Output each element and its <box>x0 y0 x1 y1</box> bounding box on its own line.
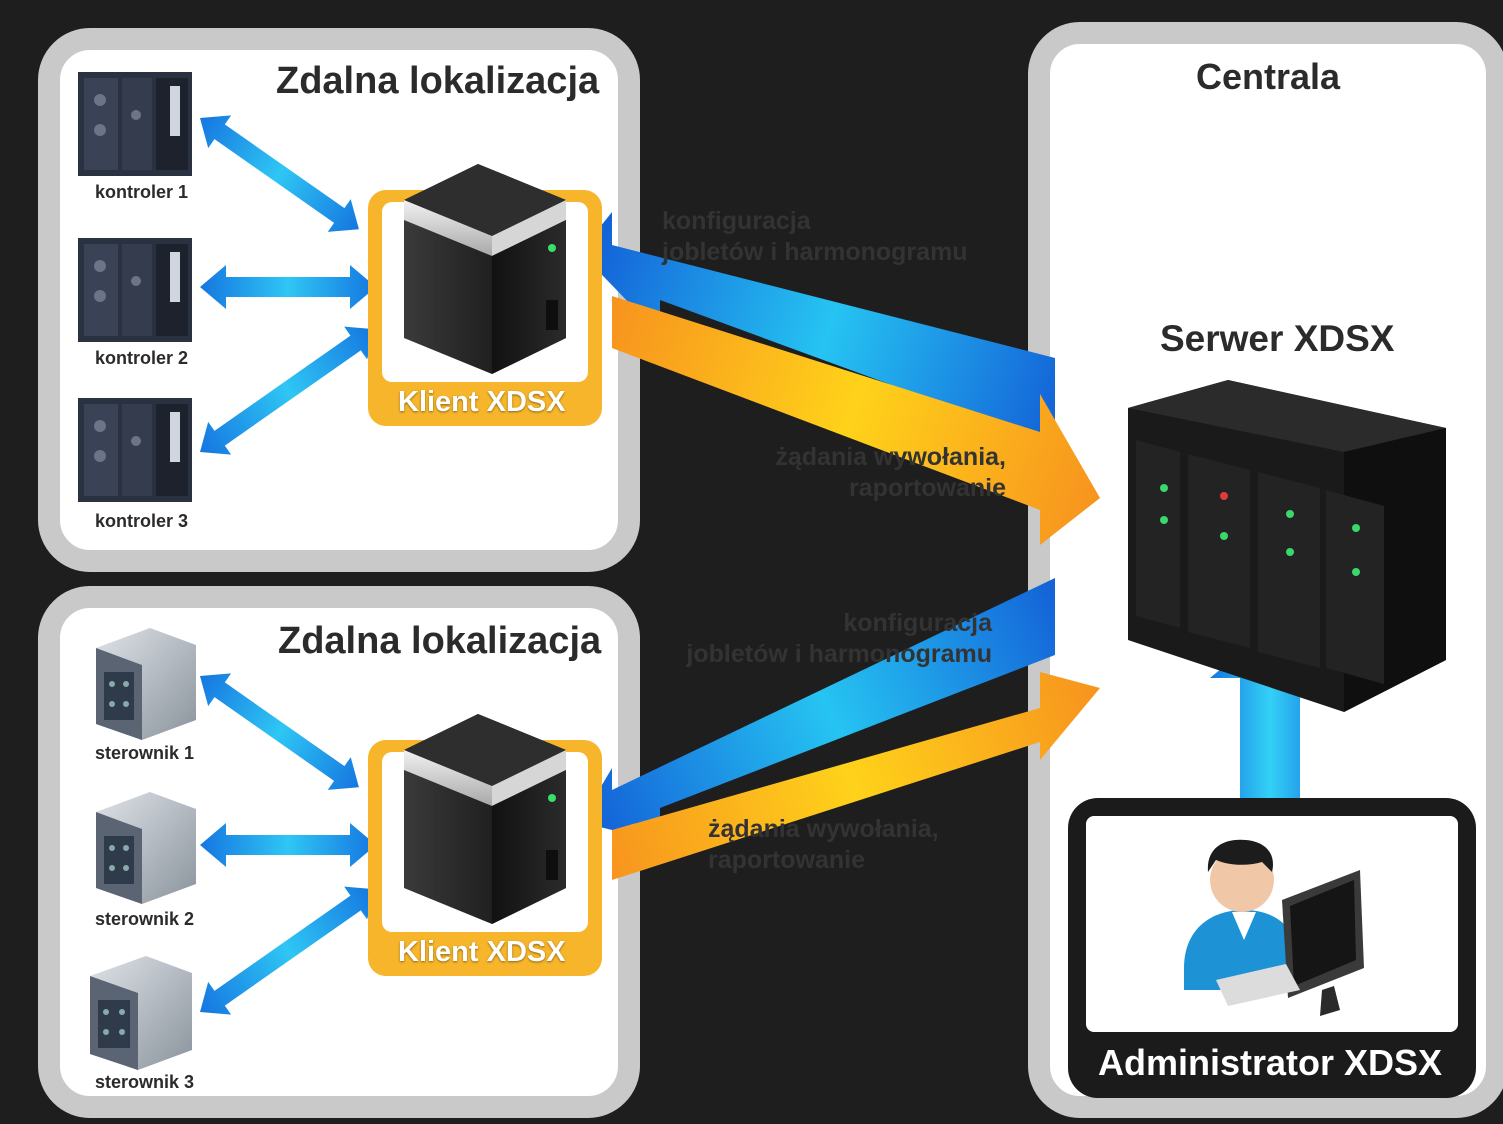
server-rack-icon <box>1128 380 1446 712</box>
site-bottom-title: Zdalna lokalizacja <box>278 620 602 662</box>
top-report-label: żądania wywołania, raportowanie <box>766 442 1006 504</box>
bottom-config-label: konfiguracja jobletów i harmonogramu <box>668 608 992 670</box>
central-title: Centrala <box>1196 56 1341 97</box>
top-config-arrow <box>580 212 1055 445</box>
device-label-bottom-3: sterownik 3 <box>95 1072 195 1092</box>
bottom-site-small-arrows <box>200 673 376 1015</box>
server-label: Serwer XDSX <box>1160 318 1395 359</box>
bottom-report-arrow <box>612 672 1100 880</box>
admin-label: Administrator XDSX <box>1098 1042 1443 1083</box>
bottom-config-line-2: jobletów i harmonogramu <box>686 640 992 668</box>
plc-module-icon <box>96 792 196 904</box>
top-config-line-1: konfiguracja <box>662 207 811 235</box>
device-label-top-1: kontroler 1 <box>95 182 189 202</box>
top-report-line-1: żądania wywołania, <box>775 443 1006 471</box>
top-config-line-2: jobletów i harmonogramu <box>662 238 968 266</box>
plc-module-icon <box>96 628 196 740</box>
top-config-label: konfiguracja jobletów i harmonogramu <box>662 206 968 268</box>
top-report-arrow <box>612 296 1100 545</box>
site-top-title: Zdalna lokalizacja <box>276 60 600 102</box>
device-label-bottom-1: sterownik 1 <box>95 743 195 763</box>
plc-module-icon <box>90 956 192 1070</box>
client-top-label: Klient XDSX <box>398 386 566 418</box>
device-label-top-2: kontroler 2 <box>95 348 189 368</box>
monitor-icon <box>1216 870 1364 1016</box>
controller-device-icon <box>78 238 192 342</box>
bottom-config-line-1: konfiguracja <box>843 609 992 637</box>
bottom-report-label: żądania wywołania, raportowanie <box>708 814 939 876</box>
top-site-small-arrows <box>200 115 376 455</box>
device-label-bottom-2: sterownik 2 <box>95 909 195 929</box>
client-bottom-label: Klient XDSX <box>398 936 566 968</box>
client-server-icon <box>404 714 566 924</box>
bottom-config-arrow <box>580 578 1055 842</box>
bottom-report-line-2: raportowanie <box>708 846 865 874</box>
controller-device-icon <box>78 72 192 176</box>
top-report-line-2: raportowanie <box>849 474 1006 502</box>
device-label-top-3: kontroler 3 <box>95 511 189 531</box>
controller-device-icon <box>78 398 192 502</box>
client-server-icon <box>404 164 566 374</box>
bottom-report-line-1: żądania wywołania, <box>708 815 939 843</box>
